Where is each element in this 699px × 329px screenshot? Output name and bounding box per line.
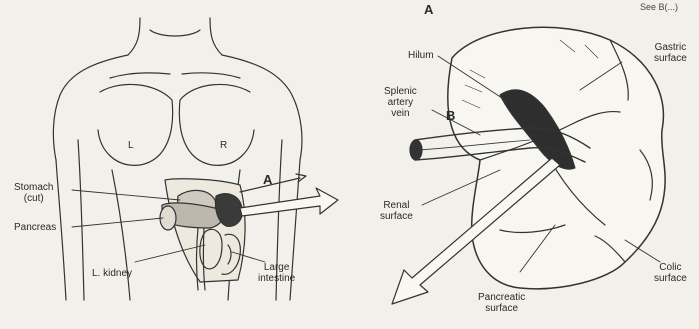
splenic-artery-label: Splenic artery vein xyxy=(384,86,417,119)
panel-a-label: A xyxy=(424,4,433,15)
corner-note: See B(...) xyxy=(640,2,678,13)
kidney-label: L. kidney xyxy=(92,268,132,279)
right-side-label: R xyxy=(220,140,227,151)
renal-surface-label: Renal surface xyxy=(380,200,413,222)
pancreatic-surface-label: Pancreatic surface xyxy=(478,292,525,314)
hilum-label: Hilum xyxy=(408,50,434,61)
b-marker-label: B xyxy=(446,110,455,121)
abdominal-window xyxy=(160,179,245,290)
torso-outline xyxy=(53,18,302,300)
pancreas-label: Pancreas xyxy=(14,222,56,233)
stomach-label: Stomach (cut) xyxy=(14,182,53,204)
gastric-surface-label: Gastric surface xyxy=(654,42,687,64)
colic-surface-label: Colic surface xyxy=(654,262,687,284)
view-a-label: A xyxy=(263,174,272,185)
large-intestine-label: Large intestine xyxy=(258,262,295,284)
view-arrow xyxy=(240,174,338,216)
left-side-label: L xyxy=(128,140,134,151)
